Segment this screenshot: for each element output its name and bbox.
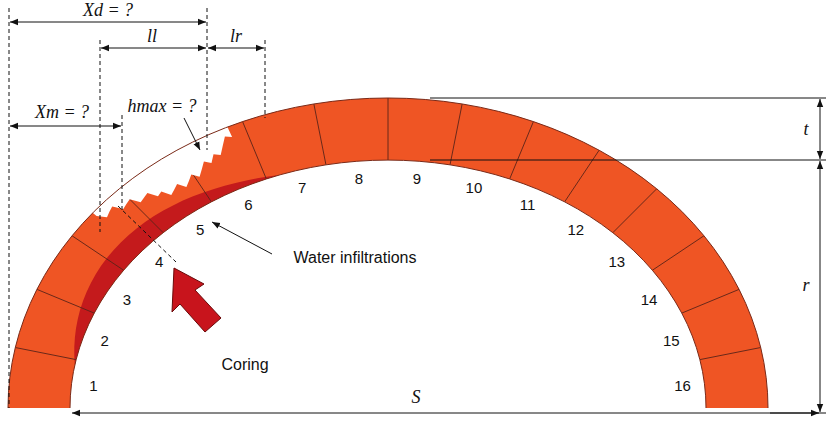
voussoir-joint [613, 189, 657, 233]
voussoir-number: 4 [155, 254, 163, 271]
extrados-line [8, 98, 768, 408]
voussoir-number: 6 [244, 197, 252, 214]
voussoir-joint [15, 348, 76, 360]
voussoir-number: 15 [663, 333, 680, 350]
voussoir-number: 5 [196, 222, 204, 239]
voussoir-joint [700, 348, 761, 360]
dimension-label: S [412, 388, 421, 408]
voussoir-number: 9 [413, 171, 421, 188]
annotation-text: Coring [219, 356, 270, 374]
dimension-label: Xd = ? [83, 1, 133, 21]
voussoir-joint [565, 150, 599, 202]
voussoir-joint [37, 289, 94, 313]
dimension-label: t [803, 120, 808, 140]
dimension-label: ll [147, 27, 157, 47]
voussoir-joint [243, 122, 267, 179]
dimension-label: hmax = ? [127, 97, 196, 117]
damaged-masonry [88, 122, 232, 218]
dimension-label: lr [230, 27, 242, 47]
dimension-label: Xm = ? [35, 103, 89, 123]
dimension-label: r [802, 276, 809, 296]
voussoir-joint [450, 104, 462, 165]
voussoir-joint [510, 122, 534, 179]
intrados-line [70, 160, 706, 408]
voussoir-number: 3 [123, 291, 131, 308]
voussoir-number: 8 [355, 171, 363, 188]
voussoir-number: 13 [608, 254, 625, 271]
voussoir-number: 16 [674, 377, 691, 394]
voussoir-joint [652, 236, 704, 270]
voussoir-number: 1 [89, 377, 97, 394]
voussoir-number: 7 [298, 180, 306, 197]
voussoir-number: 12 [567, 222, 584, 239]
voussoir-number: 14 [641, 291, 658, 308]
voussoir-joint [388, 98, 389, 160]
voussoir-number: 11 [520, 197, 536, 214]
voussoir-number: 2 [101, 333, 109, 350]
voussoir-joint [314, 104, 326, 165]
annotation-text: Water infiltrations [292, 249, 419, 267]
voussoir-joint [682, 289, 739, 313]
voussoir-number: 10 [466, 180, 483, 197]
voussoir-joint [72, 236, 124, 270]
arch-body [8, 98, 768, 408]
